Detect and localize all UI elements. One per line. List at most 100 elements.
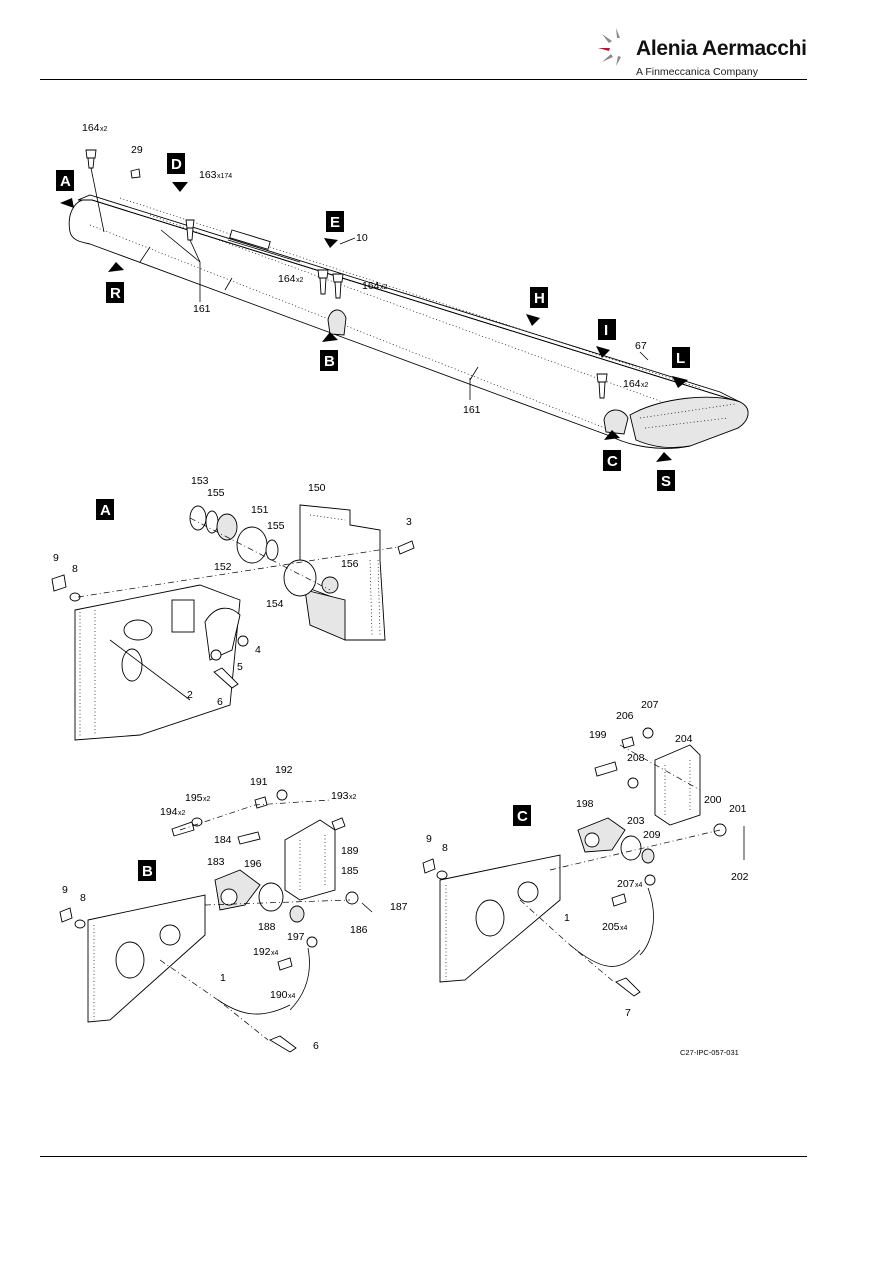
figure-reference: C27-IPC-057-031 (680, 1048, 739, 1057)
footer-divider (40, 1156, 807, 1157)
callout-c-204: 204 (675, 733, 693, 745)
callout-c-207b-qty: x4 (635, 882, 643, 889)
callout-164-c: 164 (362, 280, 380, 292)
svg-text:E: E (330, 214, 340, 231)
svg-text:S: S (661, 473, 671, 490)
callout-b-192b: 192 (253, 946, 271, 958)
screw-164-mid (317, 269, 344, 299)
callout-164-c-qty: x2 (380, 284, 388, 291)
view-tag-C-main: C (603, 450, 621, 471)
detail-a-assembly (51, 504, 415, 741)
callout-c-9: 9 (426, 833, 432, 845)
callout-b-190: 190 (270, 989, 288, 1001)
detail-b-assembly (59, 789, 373, 1053)
callout-b-192b-qty: x4 (271, 950, 279, 957)
svg-text:A: A (60, 173, 71, 190)
view-tag-A-main: A (56, 170, 74, 191)
callout-a-153: 153 (191, 475, 209, 487)
view-tag-S: S (657, 470, 675, 491)
callout-c-206: 206 (616, 710, 634, 722)
callout-b-192: 192 (275, 764, 293, 776)
callout-a-5: 5 (237, 661, 243, 673)
callout-c-207b: 207 (617, 878, 635, 890)
svg-text:B: B (324, 353, 335, 370)
callout-c-7: 7 (625, 1007, 631, 1019)
callout-a-9: 9 (53, 552, 59, 564)
callout-67: 67 (635, 340, 647, 352)
rivet-163 (185, 219, 201, 263)
svg-text:A: A (100, 502, 111, 519)
callout-c-205: 205 (602, 921, 620, 933)
callout-a-151: 151 (251, 504, 269, 516)
view-tag-D: D (167, 153, 185, 174)
callout-c-203: 203 (627, 815, 645, 827)
screw-164-top (85, 149, 105, 233)
brand-tagline: A Finmeccanica Company (636, 66, 758, 78)
callout-b-6: 6 (313, 1040, 319, 1052)
svg-text:R: R (110, 285, 121, 302)
callout-b-184: 184 (214, 834, 232, 846)
callout-b-191: 191 (250, 776, 268, 788)
callout-b-189: 189 (341, 845, 359, 857)
callout-b-185: 185 (341, 865, 359, 877)
callout-10: 10 (356, 232, 368, 244)
callout-c-208: 208 (627, 752, 645, 764)
svg-text:C: C (517, 808, 528, 825)
brand-name: Alenia Aermacchi (636, 37, 807, 60)
callout-c-207: 207 (641, 699, 659, 711)
callout-b-195-qty: x2 (203, 796, 211, 803)
callout-b-195: 195 (185, 792, 203, 804)
callout-a-154: 154 (266, 598, 284, 610)
svg-text:L: L (676, 350, 685, 367)
callout-b-188: 188 (258, 921, 276, 933)
flap-assembly (68, 194, 749, 449)
detail-tag-B: B (138, 860, 156, 881)
callout-a-152: 152 (214, 561, 232, 573)
callout-c-209: 209 (643, 829, 661, 841)
callout-29: 29 (131, 144, 143, 156)
callout-a-156: 156 (341, 558, 359, 570)
callout-a-6: 6 (217, 696, 223, 708)
view-tag-I: I (598, 319, 616, 340)
callout-163: 163 (199, 169, 217, 181)
callout-161-a: 161 (193, 303, 211, 315)
callout-163-qty: x174 (217, 173, 232, 180)
callout-b-8: 8 (80, 892, 86, 904)
callout-b-193: 193 (331, 790, 349, 802)
callout-164-a-qty: x2 (100, 126, 108, 133)
callout-b-9: 9 (62, 884, 68, 896)
callout-a-150: 150 (308, 482, 326, 494)
callout-c-1: 1 (564, 912, 570, 924)
callout-b-183: 183 (207, 856, 225, 868)
callout-161-b: 161 (463, 404, 481, 416)
callout-c-201: 201 (729, 803, 747, 815)
detail-tag-A: A (96, 499, 114, 520)
callout-164-d-qty: x2 (641, 382, 649, 389)
callout-c-205-qty: x4 (620, 925, 628, 932)
callout-b-194: 194 (160, 806, 178, 818)
svg-text:D: D (171, 156, 182, 173)
view-tag-R: R (106, 282, 124, 303)
callout-c-198: 198 (576, 798, 594, 810)
callout-b-187: 187 (390, 901, 408, 913)
callout-164-a: 164 (82, 122, 100, 134)
view-tag-H: H (530, 287, 548, 308)
detail-c-assembly (422, 727, 745, 997)
callout-a-155b: 155 (267, 520, 285, 532)
callout-b-1: 1 (220, 972, 226, 984)
header-divider (40, 79, 807, 80)
callout-b-186: 186 (350, 924, 368, 936)
svg-text:C: C (607, 453, 618, 470)
callout-a-155: 155 (207, 487, 225, 499)
callout-c-202: 202 (731, 871, 749, 883)
alenia-logo (596, 24, 796, 80)
callout-a-8: 8 (72, 563, 78, 575)
nut-29 (130, 168, 141, 179)
alenia-swoosh-logo-icon (598, 28, 621, 66)
callout-b-197: 197 (287, 931, 305, 943)
callout-a-2: 2 (187, 689, 193, 701)
view-tag-E: E (326, 211, 344, 232)
callout-c-200: 200 (704, 794, 722, 806)
callout-b-190-qty: x4 (288, 993, 296, 1000)
